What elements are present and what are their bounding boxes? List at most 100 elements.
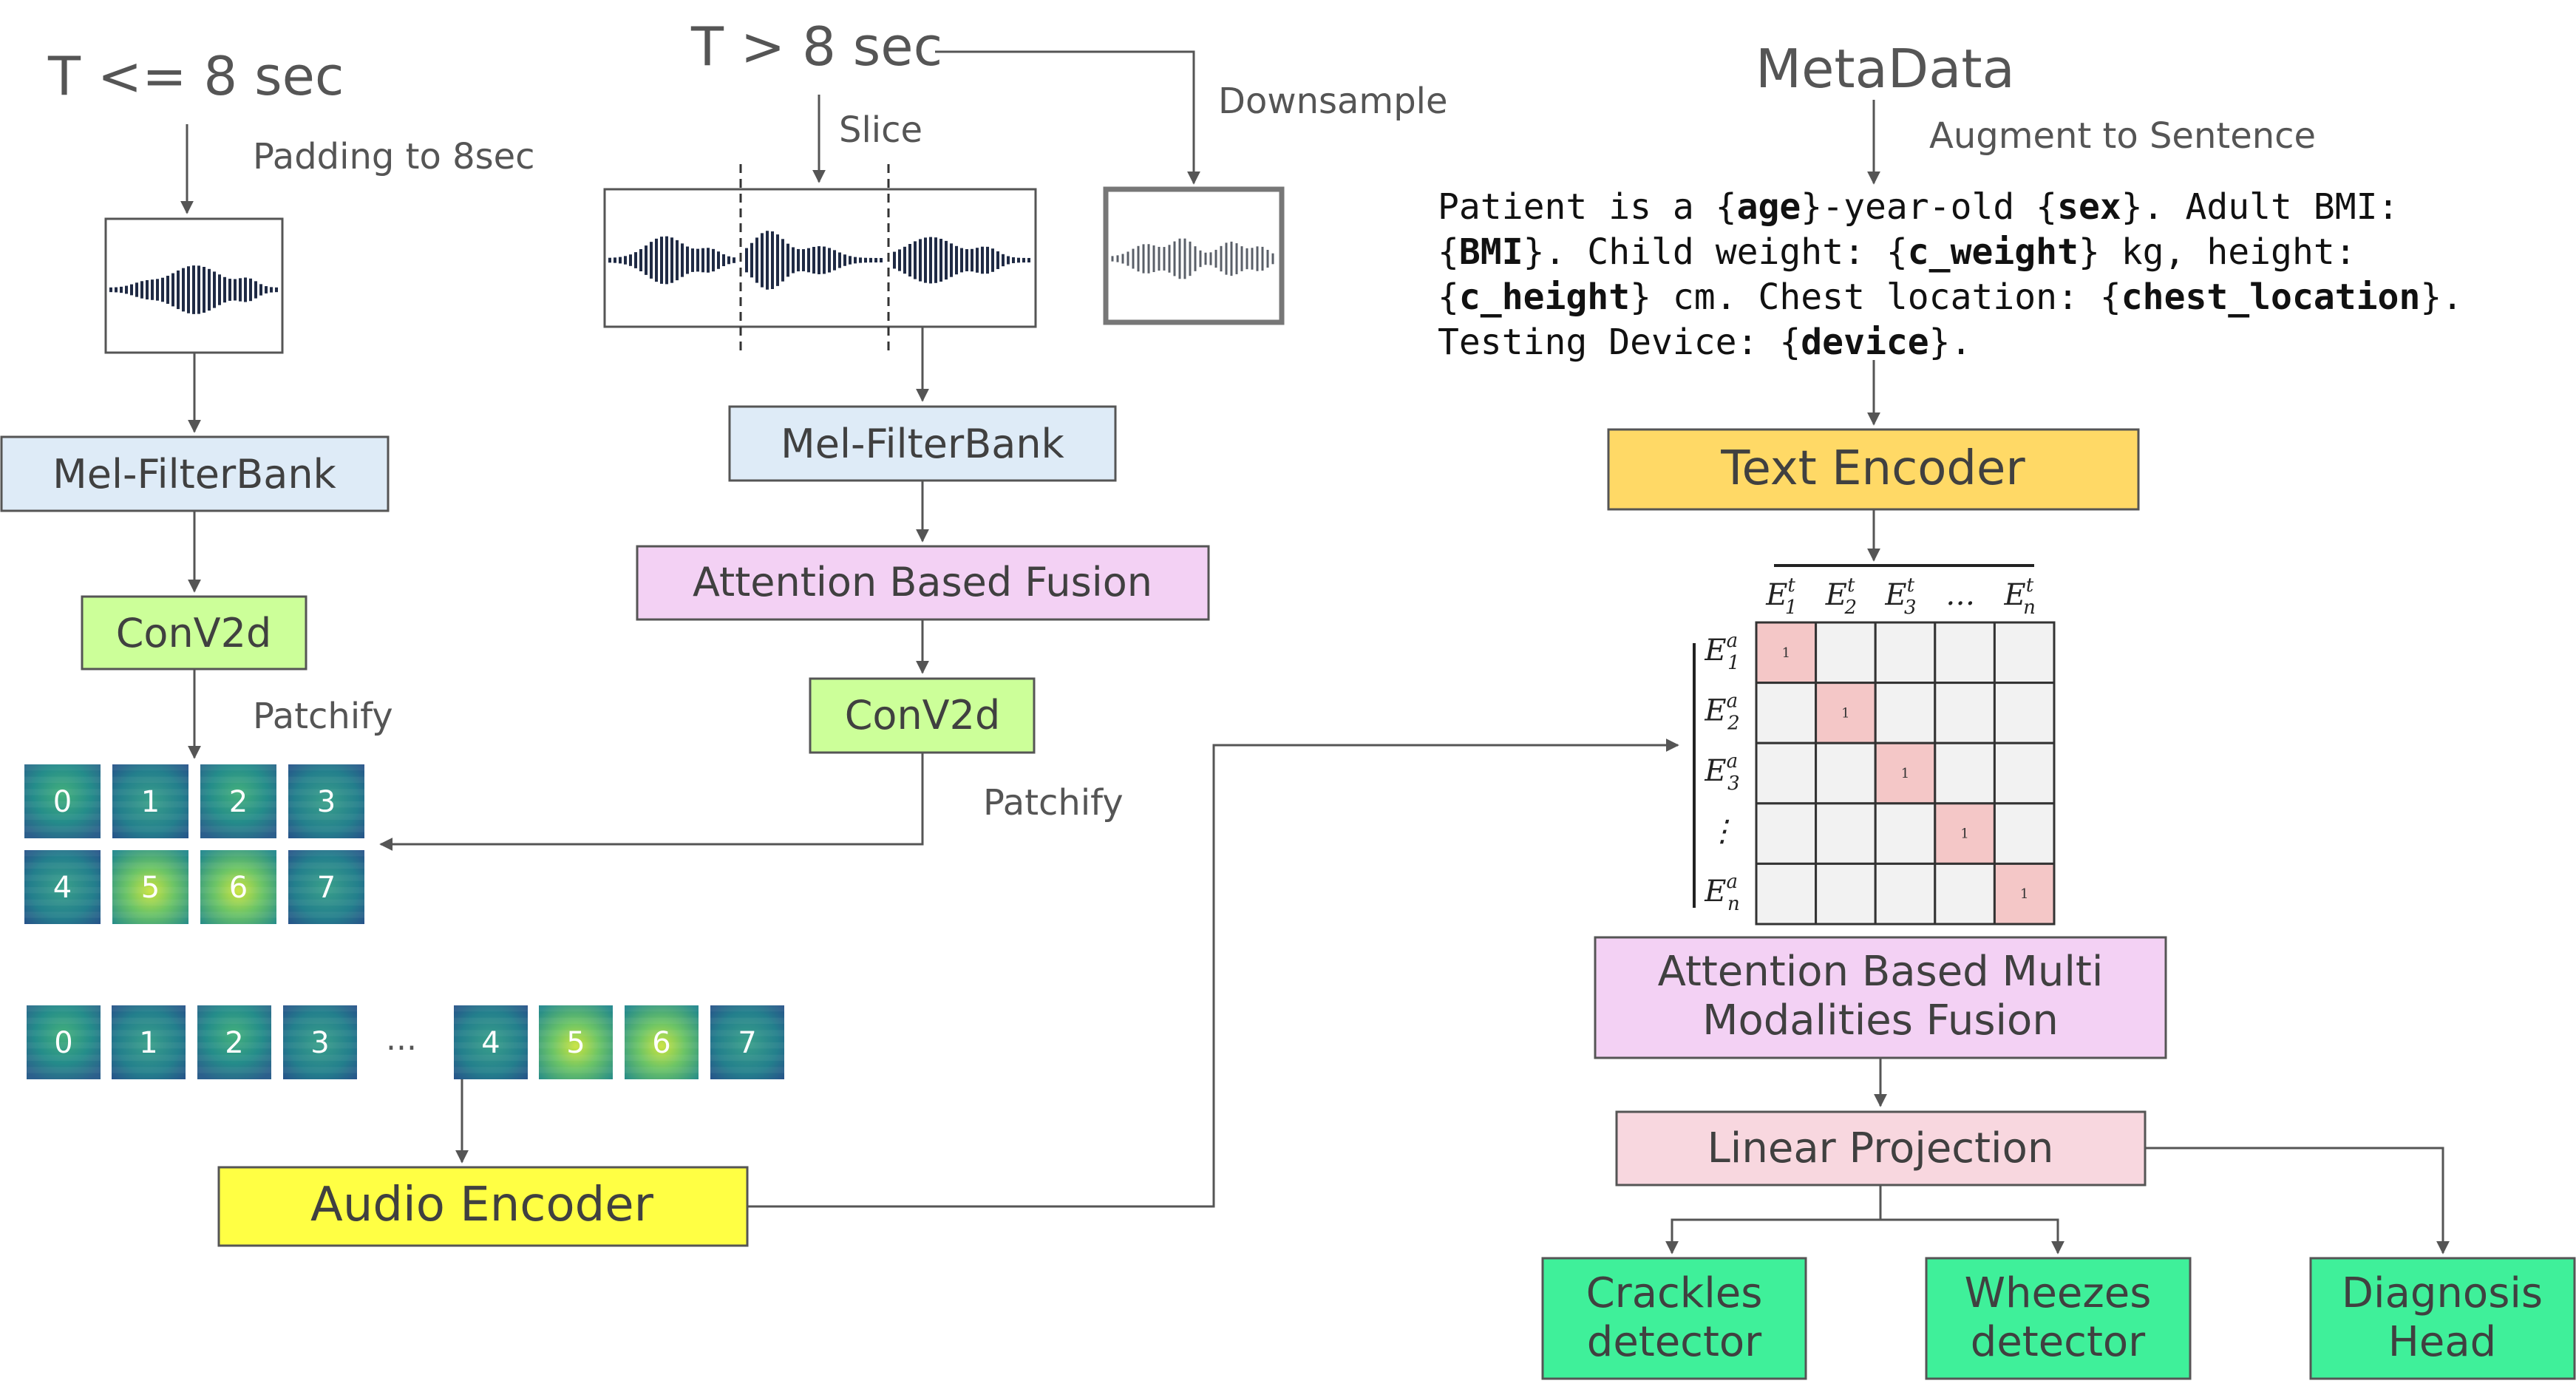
matrix-col-header: … bbox=[1945, 578, 1975, 612]
audio-encoder-box bbox=[217, 1166, 749, 1247]
matrix-cell bbox=[1874, 682, 1937, 744]
patch-number: 3 bbox=[317, 785, 336, 819]
arrow-to-diagnosis bbox=[2145, 1147, 2450, 1255]
matrix-cell bbox=[1874, 621, 1937, 685]
patch-ellipsis: ... bbox=[386, 1020, 417, 1058]
patch-seq-0: 0 bbox=[27, 1005, 101, 1079]
waveform-sliced-icon bbox=[608, 231, 1030, 290]
matrix-cell bbox=[1815, 621, 1877, 685]
matrix-cell-value: 1 bbox=[1901, 766, 1909, 781]
patch-seq-6: 6 bbox=[625, 1005, 699, 1079]
matrix-cell bbox=[1993, 621, 2056, 685]
left-conv-box bbox=[81, 595, 307, 670]
patch-7: 7 bbox=[288, 850, 364, 924]
crackles-line2: detector bbox=[1587, 1318, 1762, 1366]
diagnosis-box bbox=[2309, 1257, 2576, 1380]
matrix-row-header: ⋮ bbox=[1707, 815, 1737, 849]
matrix-cell bbox=[1934, 862, 1996, 926]
metadata-title: MetaData bbox=[1756, 38, 2015, 100]
patch-0: 0 bbox=[24, 764, 101, 838]
patch-number: 6 bbox=[229, 871, 248, 905]
arrow-downsample bbox=[935, 50, 1200, 185]
downsample-label: Downsample bbox=[1218, 81, 1448, 122]
patch-number: 0 bbox=[54, 1026, 72, 1060]
patch-seq-7: 7 bbox=[710, 1005, 784, 1079]
patch-number: 2 bbox=[225, 1026, 243, 1060]
attention-fusion-box bbox=[636, 545, 1210, 621]
patch-number: 0 bbox=[53, 785, 72, 819]
matrix-cell bbox=[1993, 741, 2056, 805]
patch-number: 1 bbox=[141, 785, 160, 819]
multi-fusion-box bbox=[1594, 936, 2167, 1059]
multi-fusion-line1: Attention Based Multi bbox=[1658, 948, 2104, 996]
crackles-line1: Crackles bbox=[1586, 1269, 1763, 1317]
matrix-cell bbox=[1755, 862, 1818, 926]
patch-number: 4 bbox=[53, 871, 72, 905]
middle-title: T > 8 sec bbox=[690, 16, 942, 78]
sentence-line: {c_height} cm. Chest location: {chest_lo… bbox=[1438, 276, 2463, 318]
left-title: T <= 8 sec bbox=[47, 45, 344, 107]
attention-fusion-label: Attention Based Fusion bbox=[693, 559, 1152, 605]
patch-number: 1 bbox=[139, 1026, 157, 1060]
matrix-cell bbox=[1874, 862, 1937, 926]
matrix-cell bbox=[1815, 741, 1877, 805]
left-melfb-box bbox=[0, 435, 390, 512]
arrow-to-crackles-wheezes bbox=[1665, 1185, 1882, 1255]
mid-conv-label: ConV2d bbox=[845, 692, 1001, 739]
patch-number: 6 bbox=[652, 1026, 670, 1060]
mid-melfb-label: Mel-FilterBank bbox=[781, 421, 1064, 467]
diagnosis-line2: Head bbox=[2388, 1318, 2496, 1366]
matrix-cell bbox=[1934, 621, 1996, 685]
patch-6: 6 bbox=[200, 850, 276, 924]
augment-label: Augment to Sentence bbox=[1929, 115, 2316, 157]
left-melfb-label: Mel-FilterBank bbox=[52, 451, 336, 498]
text-encoder-label: Text Encoder bbox=[1720, 441, 2025, 496]
matrix-cell bbox=[1815, 802, 1877, 865]
crackles-box bbox=[1541, 1257, 1807, 1380]
patch-3: 3 bbox=[288, 764, 364, 838]
waveform-downsampled-icon bbox=[1111, 238, 1274, 279]
matrix-cell bbox=[1874, 802, 1937, 865]
matrix-cell-value: 1 bbox=[1841, 705, 1849, 721]
matrix-cell bbox=[1755, 682, 1818, 744]
padding-label: Padding to 8sec bbox=[253, 136, 535, 177]
matrix-cell-value: 1 bbox=[1782, 645, 1790, 661]
metadata-sentence: Patient is a {age}-year-old {sex}. Adult… bbox=[1438, 186, 2463, 363]
arrow-to-wheezes bbox=[1880, 1218, 2064, 1255]
multi-fusion-line2: Modalities Fusion bbox=[1702, 997, 2059, 1045]
sentence-line: Testing Device: {device}. bbox=[1438, 322, 1971, 363]
waveform-padded-icon bbox=[109, 265, 278, 314]
patch-number: 7 bbox=[317, 871, 336, 905]
wheezes-line2: detector bbox=[1971, 1318, 2146, 1366]
matrix-cell bbox=[1755, 741, 1818, 805]
patch-number: 7 bbox=[738, 1026, 756, 1060]
matrix-cell-diagonal bbox=[1815, 682, 1877, 744]
wheezes-line1: Wheezes bbox=[1965, 1269, 2152, 1317]
patch-number: 5 bbox=[566, 1026, 585, 1060]
matrix-cell-diagonal bbox=[1755, 621, 1818, 685]
patch-seq-5: 5 bbox=[539, 1005, 613, 1079]
patch-number: 4 bbox=[481, 1026, 500, 1060]
matrix-cell-diagonal bbox=[1993, 862, 2056, 926]
patch-seq-1: 1 bbox=[112, 1005, 186, 1079]
matrix-cell-value: 1 bbox=[2020, 886, 2028, 902]
wheezes-box bbox=[1925, 1257, 2192, 1380]
matrix-cell bbox=[1815, 862, 1877, 926]
patch-seq-4: 4 bbox=[454, 1005, 528, 1079]
diagnosis-line1: Diagnosis bbox=[2342, 1269, 2543, 1317]
patch-4: 4 bbox=[24, 850, 101, 924]
matrix-cell bbox=[1934, 682, 1996, 744]
mid-patchify-label: Patchify bbox=[983, 782, 1124, 824]
slice-label: Slice bbox=[839, 109, 922, 151]
